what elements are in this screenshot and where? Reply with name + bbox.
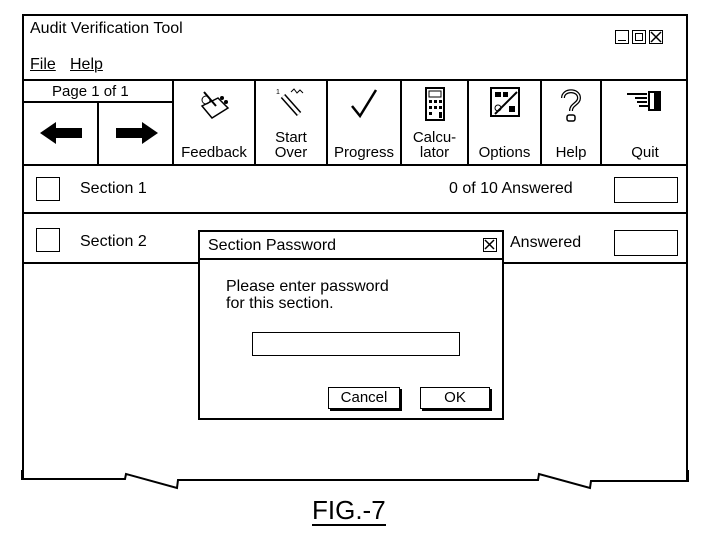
menu-help-label: Help <box>70 56 103 73</box>
options-label: Options <box>478 144 531 161</box>
calculator-button[interactable]: Calcu-lator <box>402 80 467 164</box>
section-checkbox[interactable] <box>36 177 60 201</box>
close-button[interactable] <box>649 30 663 44</box>
check-icon <box>351 89 378 119</box>
start-over-label: Start Over <box>274 129 308 161</box>
dialog-title: Section Password <box>208 237 337 254</box>
frame-break-line <box>21 470 689 490</box>
menu-help[interactable]: Help <box>70 56 103 74</box>
divider <box>22 79 688 81</box>
section-label: Section 1 <box>80 180 147 197</box>
section-answer-field[interactable] <box>614 230 678 256</box>
figure-caption: FIG.-7 <box>312 495 386 526</box>
divider <box>540 80 542 164</box>
divider <box>600 80 602 164</box>
feedback-icon <box>200 91 230 119</box>
next-page-button[interactable] <box>114 122 158 149</box>
section-checkbox[interactable] <box>36 228 60 252</box>
left-arrow-icon <box>40 122 82 144</box>
menu-file[interactable]: File <box>30 56 56 74</box>
window-title: Audit Verification Tool <box>30 20 183 37</box>
quit-button[interactable]: Quit <box>602 80 688 164</box>
divider <box>22 164 688 166</box>
divider <box>97 101 99 164</box>
section-status: Answered <box>510 234 582 251</box>
progress-button[interactable]: Progress <box>328 80 400 164</box>
minimize-button[interactable] <box>615 30 629 44</box>
menu-file-label: File <box>30 56 56 73</box>
calculator-icon <box>424 87 445 121</box>
password-dialog: Section Password Please enter password f… <box>198 230 504 420</box>
divider <box>200 258 502 260</box>
previous-page-button[interactable] <box>40 122 84 149</box>
divider <box>172 80 174 164</box>
divider <box>254 80 256 164</box>
dialog-close-button[interactable] <box>483 238 497 252</box>
feedback-button[interactable]: Feedback <box>174 80 254 164</box>
divider <box>400 80 402 164</box>
dialog-message-line: Please enter password <box>226 278 389 295</box>
help-label: Help <box>555 144 587 161</box>
divider <box>467 80 469 164</box>
section-label: Section 2 <box>80 233 147 250</box>
close-icon <box>484 239 495 250</box>
ok-button[interactable]: OK <box>420 387 490 409</box>
start-over-button[interactable]: 1 Start Over <box>256 80 326 164</box>
calculator-label: Calcu-lator <box>412 129 457 161</box>
progress-label: Progress <box>333 144 395 161</box>
section-row[interactable]: Section 2 Answered <box>22 216 688 260</box>
section-row[interactable]: Section 1 0 of 10 Answered <box>22 170 688 210</box>
svg-text:1: 1 <box>276 89 280 96</box>
page-indicator: Page 1 of 1 <box>52 83 129 100</box>
password-input[interactable] <box>252 332 460 356</box>
options-icon <box>489 87 520 117</box>
maximize-button[interactable] <box>632 30 646 44</box>
divider <box>22 212 688 214</box>
app-window <box>22 14 688 480</box>
quit-label: Quit <box>631 144 659 161</box>
start-over-icon: 1 <box>276 88 304 116</box>
dialog-message-line: for this section. <box>226 295 334 312</box>
question-icon <box>561 89 582 122</box>
help-button[interactable]: Help <box>542 80 600 164</box>
pointing-hand-icon <box>627 91 661 111</box>
cancel-button[interactable]: Cancel <box>328 387 400 409</box>
feedback-label: Feedback <box>181 144 247 161</box>
section-status: 0 of 10 Answered <box>449 180 573 197</box>
options-button[interactable]: Options <box>469 80 540 164</box>
section-answer-field[interactable] <box>614 177 678 203</box>
right-arrow-icon <box>116 122 158 144</box>
dialog-message: Please enter password for this section. <box>226 278 389 312</box>
divider <box>326 80 328 164</box>
